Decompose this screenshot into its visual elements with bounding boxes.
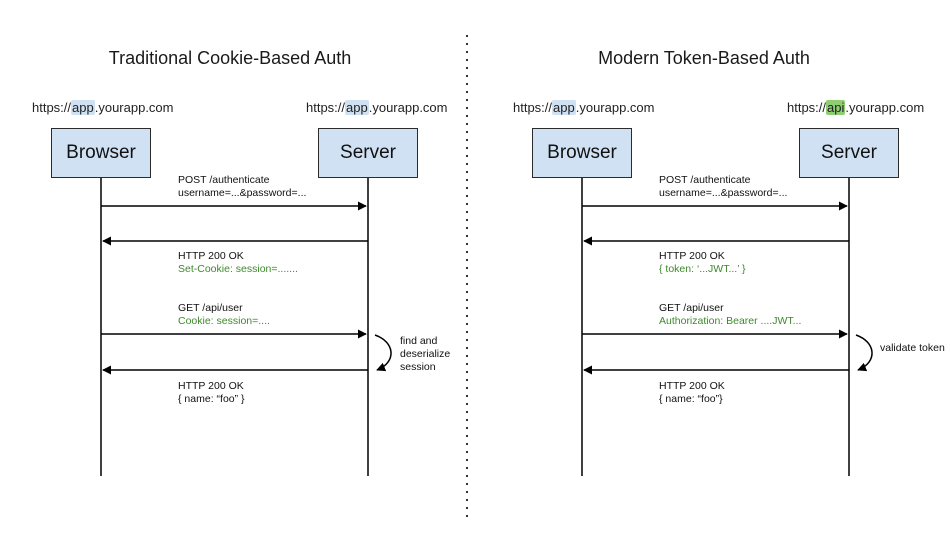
left-msg2: HTTP 200 OK Set-Cookie: session=.......: [178, 250, 298, 276]
url-suffix: .yourapp.com: [94, 100, 174, 115]
right-msg1: POST /authenticate username=...&password…: [659, 174, 787, 200]
left-title: Traditional Cookie-Based Auth: [108, 48, 352, 68]
url-host-highlight: app: [71, 100, 95, 115]
url-suffix: .yourapp.com: [845, 100, 925, 115]
right-server-box: Server: [799, 128, 899, 178]
url-suffix: .yourapp.com: [575, 100, 655, 115]
right-browser-box: Browser: [532, 128, 632, 178]
url-host-highlight: app: [552, 100, 576, 115]
url-host-highlight: api: [826, 100, 846, 115]
right-server-url: https://api.yourapp.com: [787, 100, 924, 115]
right-note: validate token: [880, 342, 945, 354]
right-msg3: GET /api/user Authorization: Bearer ....…: [659, 302, 801, 328]
msg-line: HTTP 200 OK: [659, 380, 725, 392]
msg-line: { name: “foo”}: [659, 393, 723, 405]
msg-line: HTTP 200 OK: [178, 250, 244, 262]
left-msg4: HTTP 200 OK { name: “foo” }: [178, 380, 245, 406]
left-browser-url: https://app.yourapp.com: [32, 100, 174, 115]
left-msg1: POST /authenticate username=...&password…: [178, 174, 306, 200]
left-server-box: Server: [318, 128, 418, 178]
msg-line: HTTP 200 OK: [659, 250, 725, 262]
url-suffix: .yourapp.com: [368, 100, 448, 115]
msg-line: { token: ‘...JWT...’ }: [659, 263, 746, 275]
right-title: Modern Token-Based Auth: [598, 48, 810, 68]
url-prefix: https://: [513, 100, 553, 115]
msg-line: Set-Cookie: session=.......: [178, 263, 298, 275]
msg-line: HTTP 200 OK: [178, 380, 244, 392]
right-browser-url: https://app.yourapp.com: [513, 100, 655, 115]
msg-line: Cookie: session=....: [178, 315, 270, 327]
msg-line: username=...&password=...: [659, 187, 788, 199]
left-server-url: https://app.yourapp.com: [306, 100, 448, 115]
msg-line: POST /authenticate: [178, 174, 270, 186]
msg-line: GET /api/user: [659, 302, 724, 314]
msg-line: username=...&password=...: [178, 187, 307, 199]
msg-line: POST /authenticate: [659, 174, 751, 186]
url-prefix: https://: [787, 100, 827, 115]
left-browser-box: Browser: [51, 128, 151, 178]
msg-line: GET /api/user: [178, 302, 243, 314]
right-msg2: HTTP 200 OK { token: ‘...JWT...’ }: [659, 250, 746, 276]
url-host-highlight: app: [345, 100, 369, 115]
left-note: find and deserialize session: [400, 335, 451, 373]
msg-line: Authorization: Bearer ....JWT...: [659, 315, 802, 327]
url-prefix: https://: [306, 100, 346, 115]
url-prefix: https://: [32, 100, 72, 115]
left-msg3: GET /api/user Cookie: session=....: [178, 302, 270, 328]
msg-line: { name: “foo” }: [178, 393, 245, 405]
left-self-arrow: [374, 334, 392, 372]
right-msg4: HTTP 200 OK { name: “foo”}: [659, 380, 725, 406]
right-self-arrow: [855, 334, 873, 372]
